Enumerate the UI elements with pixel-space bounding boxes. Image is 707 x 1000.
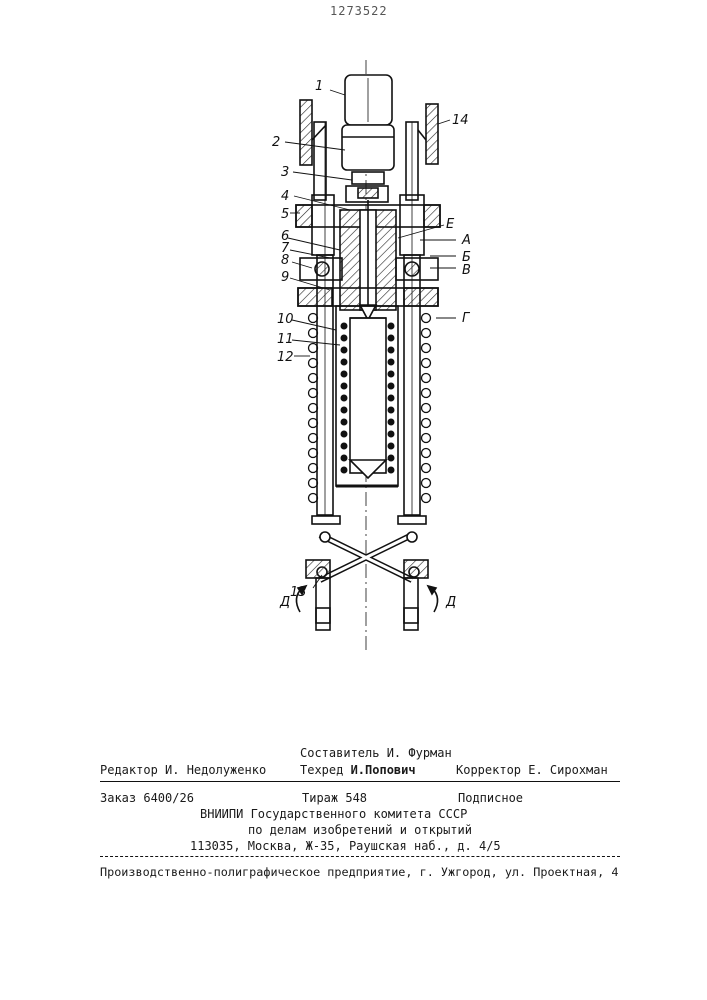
divider-2	[100, 856, 620, 857]
spring-coil	[422, 419, 431, 428]
divider-1	[100, 781, 620, 782]
spring-coil	[422, 389, 431, 398]
spring-coil	[422, 344, 431, 353]
label-1: 1	[315, 79, 323, 94]
spring-coil	[309, 494, 318, 503]
spring-coil	[309, 314, 318, 323]
label-G: Г	[462, 311, 471, 326]
inner-spring-coil	[341, 431, 348, 438]
spring-coil	[309, 374, 318, 383]
spring-coil	[309, 359, 318, 368]
inner-spring-coil	[388, 455, 395, 462]
label-13: 13	[290, 585, 307, 600]
label-9: 9	[281, 270, 289, 285]
org-line-1: ВНИИПИ Государственного комитета СССР	[200, 807, 467, 821]
spring-coil	[309, 434, 318, 443]
spring-coil	[422, 479, 431, 488]
spring-coil	[309, 419, 318, 428]
inner-spring-coil	[341, 371, 348, 378]
techred-name: И.Попович	[351, 763, 416, 777]
spring-coil	[422, 494, 431, 503]
label-12: 12	[277, 350, 294, 365]
inner-spring-coil	[388, 335, 395, 342]
org-line-2: по делам изобретений и открытий	[248, 823, 472, 837]
spring-coil	[309, 464, 318, 473]
inner-spring-coil	[341, 455, 348, 462]
inner-spring-coil	[388, 467, 395, 474]
inner-spring-coil	[341, 419, 348, 426]
inner-spring-coil	[388, 371, 395, 378]
inner-spring-coil	[341, 323, 348, 330]
spring-coil	[309, 479, 318, 488]
inner-spring-coil	[388, 323, 395, 330]
inner-spring-coil	[341, 347, 348, 354]
spring-coil	[422, 449, 431, 458]
order: Заказ 6400/26	[100, 791, 194, 805]
inner-spring-coil	[388, 359, 395, 366]
spring-coil	[422, 314, 431, 323]
inner-spring-coil	[341, 407, 348, 414]
spring-coil	[422, 434, 431, 443]
spring-coil	[422, 329, 431, 338]
spring-coil	[422, 374, 431, 383]
label-14: 14	[452, 113, 469, 128]
spring-coil	[309, 449, 318, 458]
label-3: 3	[281, 165, 289, 180]
label-10: 10	[277, 312, 294, 327]
label-8: 8	[281, 253, 289, 268]
label-11: 11	[277, 332, 294, 347]
inner-spring-coil	[341, 443, 348, 450]
inner-spring-coil	[341, 467, 348, 474]
inner-spring-coil	[341, 383, 348, 390]
corrector: Корректор Е. Сирохман	[456, 763, 608, 777]
spring-coil	[422, 464, 431, 473]
spring-coil	[309, 329, 318, 338]
inner-spring-coil	[388, 419, 395, 426]
spring-coil	[422, 359, 431, 368]
techred-prefix: Техред	[300, 763, 351, 777]
label-2: 2	[272, 135, 280, 150]
label-4: 4	[281, 189, 289, 204]
printer: Производственно-полиграфическое предприя…	[100, 865, 618, 879]
inner-spring-coil	[388, 407, 395, 414]
inner-spring-coil	[388, 395, 395, 402]
inner-spring-coil	[341, 335, 348, 342]
editor: Редактор И. Недолуженко	[100, 763, 266, 777]
techred: Техред И.Попович	[300, 763, 416, 777]
org-address: 113035, Москва, Ж-35, Раушская наб., д. …	[190, 839, 501, 853]
inner-spring-coil	[388, 443, 395, 450]
inner-spring-coil	[341, 359, 348, 366]
spring-coil	[309, 344, 318, 353]
circulation: Тираж 548	[302, 791, 367, 805]
compiler: Составитель И. Фурман	[300, 746, 452, 760]
spring-coil	[309, 404, 318, 413]
inner-spring-coil	[388, 347, 395, 354]
spring-coil	[422, 404, 431, 413]
label-E: Е	[446, 217, 455, 232]
inner-spring-coil	[388, 431, 395, 438]
arrow-label-right: Д	[445, 595, 456, 610]
inner-spring-coil	[388, 383, 395, 390]
label-5: 5	[281, 207, 289, 222]
arrow-label-left: Д	[279, 595, 290, 610]
label-V: В	[462, 263, 471, 278]
technical-drawing: 1 2 3 4 5 6 7 8 9 10 11 12 13 14 Е А Б В…	[0, 0, 707, 720]
subscription: Подписное	[458, 791, 523, 805]
spring-coil	[309, 389, 318, 398]
inner-spring-coil	[341, 395, 348, 402]
label-A: А	[461, 233, 471, 248]
